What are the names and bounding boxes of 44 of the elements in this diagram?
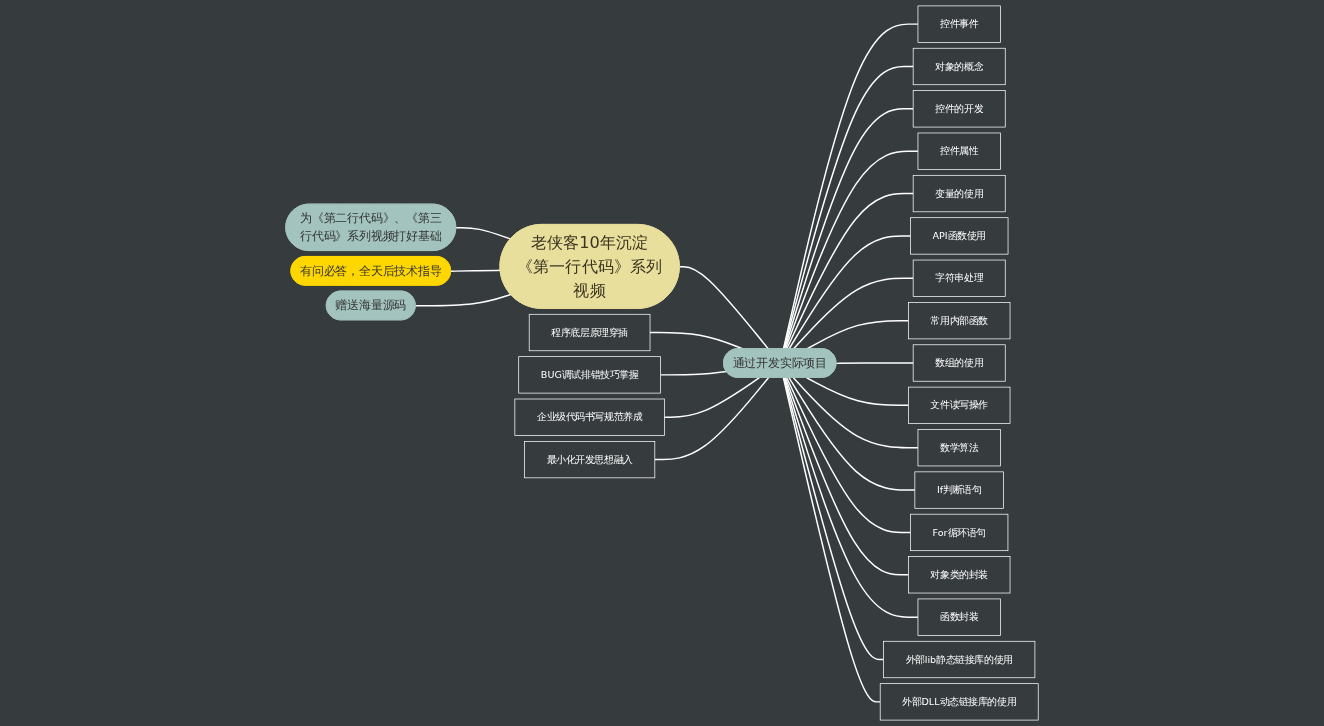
connector <box>450 269 502 272</box>
node-box: 控件的开发 <box>912 90 1006 128</box>
node-box: 数组的使用 <box>912 344 1006 382</box>
connector <box>783 65 914 350</box>
connector <box>782 377 881 703</box>
node-box: For循环语句 <box>910 513 1009 552</box>
node-box: 文件读写操作 <box>908 386 1011 424</box>
connector <box>788 235 912 350</box>
connector <box>783 377 885 661</box>
connector <box>788 377 916 491</box>
node-box: 函数封装 <box>917 598 1001 636</box>
connector <box>783 108 914 350</box>
node-box: 变量的使用 <box>912 174 1006 213</box>
connector <box>784 150 919 350</box>
node-box: If判断语句 <box>914 471 1004 509</box>
node-box: 数学算法 <box>917 429 1001 467</box>
connector <box>792 377 919 449</box>
connector <box>414 293 512 307</box>
node-box: 企业级代码书写规范养成 <box>514 398 665 436</box>
node-box: 对象类的封装 <box>908 556 1011 594</box>
node-box: 控件属性 <box>917 132 1001 170</box>
node-box: 最小化开发思想融入 <box>524 441 656 479</box>
connector <box>782 23 919 350</box>
connector <box>786 377 912 534</box>
connector <box>784 377 910 576</box>
node-box: 外部lib静态链接库的使用 <box>883 640 1036 679</box>
node-box: BUG调试排错技巧掌握 <box>518 356 661 394</box>
node-box: 控件事件 <box>917 5 1001 43</box>
connector <box>678 265 770 350</box>
connector <box>835 362 914 365</box>
node-box: 字符串处理 <box>912 259 1006 297</box>
connector <box>792 277 914 350</box>
node-box: 外部DLL动态链接库的使用 <box>879 683 1039 721</box>
connector <box>783 377 919 618</box>
connector <box>663 377 761 418</box>
node-box: 常用内部函数 <box>908 302 1011 340</box>
node-box: API函数使用 <box>910 217 1009 255</box>
node-box: 对象的概念 <box>912 47 1006 86</box>
connector <box>455 226 512 240</box>
node-box: 程序底层原理穿插 <box>528 313 651 352</box>
connector <box>805 377 910 407</box>
connector <box>786 192 914 350</box>
connector <box>654 377 770 461</box>
connector <box>659 370 728 376</box>
